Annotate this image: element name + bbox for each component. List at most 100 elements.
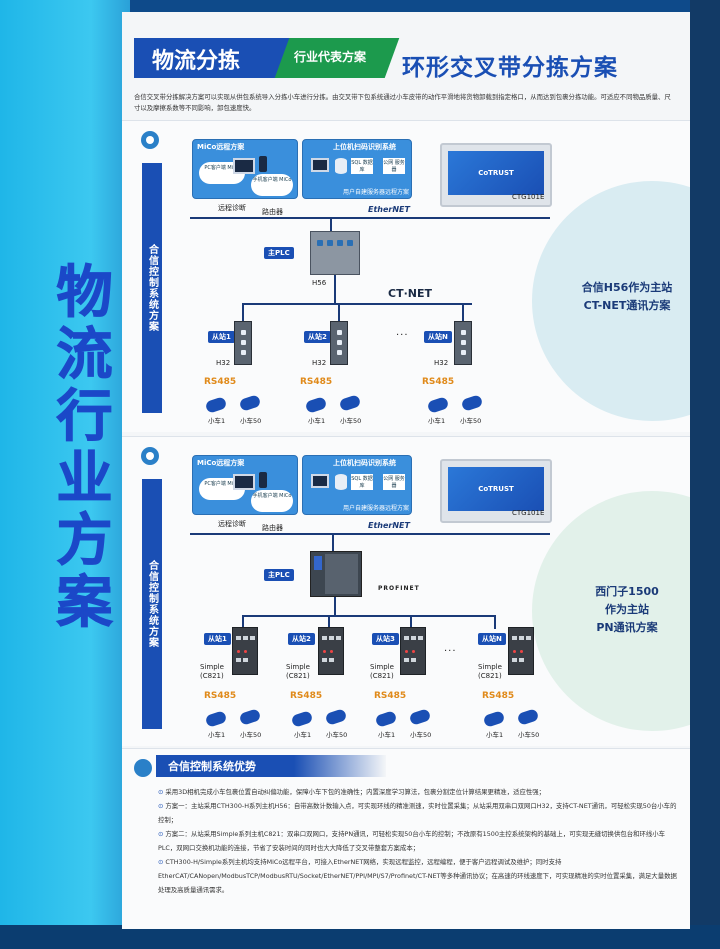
- summary-line-3: PN通讯方案: [596, 621, 658, 634]
- summary-line-1: 合信H56作为主站: [581, 281, 673, 294]
- advantage-text: CTH300-H/Simple系列主机均支持MiCo远程平台，可接入EtherN…: [158, 858, 677, 894]
- mico-remote-box: MiCo远程方案 PC客户端 MiCo 手机客户端 MiCo: [192, 455, 298, 515]
- car-icon: [290, 710, 314, 728]
- slave-drop-3: [410, 615, 412, 629]
- pc-client-label: PC客户端 MiCo: [204, 481, 240, 487]
- database-icon: [335, 474, 347, 490]
- rs485-label-1: RS485: [204, 691, 237, 701]
- simple-c821-n: [508, 627, 534, 675]
- check-icon: ⊙: [158, 830, 166, 838]
- database-icon: [335, 158, 347, 174]
- ethernet-line: [190, 217, 550, 219]
- rs485-label-2: RS485: [300, 377, 333, 387]
- main-plc-model: H56: [312, 279, 327, 287]
- plc-link-line: [332, 533, 334, 557]
- slave-device-1: [234, 321, 252, 365]
- car-label-nb: 小车50: [460, 417, 482, 425]
- advantages-title: 合信控制系统优势: [168, 760, 256, 773]
- slave-drop-2: [328, 615, 330, 629]
- ct-net-label: CT·NET: [388, 287, 432, 300]
- ethernet-label: EtherNET: [368, 205, 410, 214]
- more-slaves-dots: ...: [396, 327, 409, 338]
- car-label-1a: 小车1: [208, 731, 226, 739]
- advantage-item: ⊙ 方案一：主站采用CTH300-H系列主机H56：自带高数计数输入点，可实现环…: [158, 799, 678, 827]
- check-icon: ⊙: [158, 788, 166, 796]
- car-label-2a: 小车1: [294, 731, 312, 739]
- section-side-bar: 合信控制系统方案: [142, 479, 162, 729]
- scan-system-footer: 用户自建服务器远程方案: [343, 505, 410, 512]
- check-icon: ⊙: [158, 802, 166, 810]
- pc-icon: [233, 474, 255, 490]
- slave-model-2: Simple (C821): [286, 663, 310, 680]
- section-side-bar: 合信控制系统方案: [142, 163, 162, 413]
- slave-tag-2: 从站2: [304, 331, 331, 343]
- car-icon: [204, 396, 228, 414]
- slave-model-2: H32: [312, 359, 327, 367]
- slave-model-n: Simple (C821): [478, 663, 502, 680]
- hmi-panel: CoTRUST: [440, 143, 552, 207]
- car-label-na: 小车1: [428, 417, 446, 425]
- slave-drop-1: [242, 615, 244, 629]
- phone-icon: [259, 156, 267, 172]
- brand-logo-icon: [141, 131, 159, 149]
- car-icon: [338, 394, 362, 412]
- side-title: 物流行业方案: [44, 262, 114, 635]
- advantage-text: 方案二：从站采用Simple系列主机C821：双串口双网口，支持PN通讯，可轻松…: [158, 830, 666, 852]
- car-label-3b: 小车50: [410, 731, 432, 739]
- plc-body: [325, 554, 358, 594]
- rs485-label-n: RS485: [482, 691, 515, 701]
- car-label-na: 小车1: [486, 731, 504, 739]
- advantage-text: 采用3D相机完成小车包裹位置自动纠偏功能，保障小车下包的准确性；内置深度学习算法…: [165, 788, 546, 796]
- router-label: 路由器: [262, 208, 283, 216]
- section-side: 合信控制系统方案: [130, 131, 170, 432]
- summary-line-2: 作为主站: [605, 603, 649, 616]
- siemens-1500-plc: [310, 551, 362, 597]
- summary-text: 西门子1500 作为主站 PN通讯方案: [562, 583, 690, 637]
- bottom-backdrop: [0, 925, 720, 949]
- car-icon: [426, 396, 450, 414]
- car-label-3a: 小车1: [378, 731, 396, 739]
- monitor-icon: [311, 158, 329, 172]
- slave-tag-1: 从站1: [208, 331, 235, 343]
- simple-c821-3: [400, 627, 426, 675]
- phone-client-cloud: 手机客户端 MiCo: [251, 174, 293, 196]
- hmi-model: CTG101E: [512, 509, 545, 517]
- slave-drop-n: [462, 303, 464, 325]
- car-label-nb: 小车50: [518, 731, 540, 739]
- summary-line-1: 西门子1500: [595, 585, 659, 598]
- scan-system-box: 上位机扫码识别系统 SQL 数据库 公网 服务器 用户自建服务器远程方案: [302, 139, 412, 199]
- section-side-label: 合信控制系统方案: [146, 244, 158, 332]
- pc-client-label: PC客户端 MiCo: [204, 165, 240, 171]
- summary-text: 合信H56作为主站 CT-NET通讯方案: [562, 279, 690, 315]
- slave-model-1: Simple (C821): [200, 663, 224, 680]
- left-backdrop: [0, 0, 130, 949]
- right-backdrop: [690, 0, 720, 949]
- public-server-label: 公网 服务器: [383, 160, 405, 173]
- slave-drop-2: [338, 303, 340, 325]
- poster-header: 物流分拣 行业代表方案 环形交叉带分拣方案: [122, 26, 690, 86]
- main-plc-device: [310, 231, 360, 275]
- public-server-label: 公网 服务器: [383, 476, 405, 489]
- slave-model-n: H32: [434, 359, 449, 367]
- section-side: 合信控制系统方案: [130, 447, 170, 746]
- advantage-item: ⊙ 采用3D相机完成小车包裹位置自动纠偏功能，保障小车下包的准确性；内置深度学习…: [158, 785, 678, 799]
- phone-client-cloud: 手机客户端 MiCo: [251, 490, 293, 512]
- sql-label: SQL 数据库: [351, 160, 373, 173]
- pc-icon: [233, 158, 255, 174]
- car-label-2b: 小车50: [340, 417, 362, 425]
- pn-bus-line: [242, 615, 496, 617]
- sql-card: SQL 数据库: [351, 158, 373, 174]
- slave-device-n: [454, 321, 472, 365]
- scan-system-title: 上位机扫码识别系统: [333, 459, 396, 467]
- public-server-card: 公网 服务器: [383, 474, 405, 490]
- main-plc-tag: 主PLC: [264, 247, 294, 259]
- header-main-tag-text: 物流分拣: [152, 49, 241, 74]
- side-title-text: 物流行业方案: [47, 262, 113, 635]
- mico-title: MiCo远程方案: [197, 459, 245, 467]
- phone-client-label: 手机客户端 MiCo: [252, 177, 292, 183]
- car-icon: [238, 708, 262, 726]
- slave-tag-n: 从站N: [478, 633, 506, 645]
- hmi-model: CTG101E: [512, 193, 545, 201]
- monitor-icon: [311, 474, 329, 488]
- poster-title: 环形交叉带分拣方案: [402, 55, 618, 81]
